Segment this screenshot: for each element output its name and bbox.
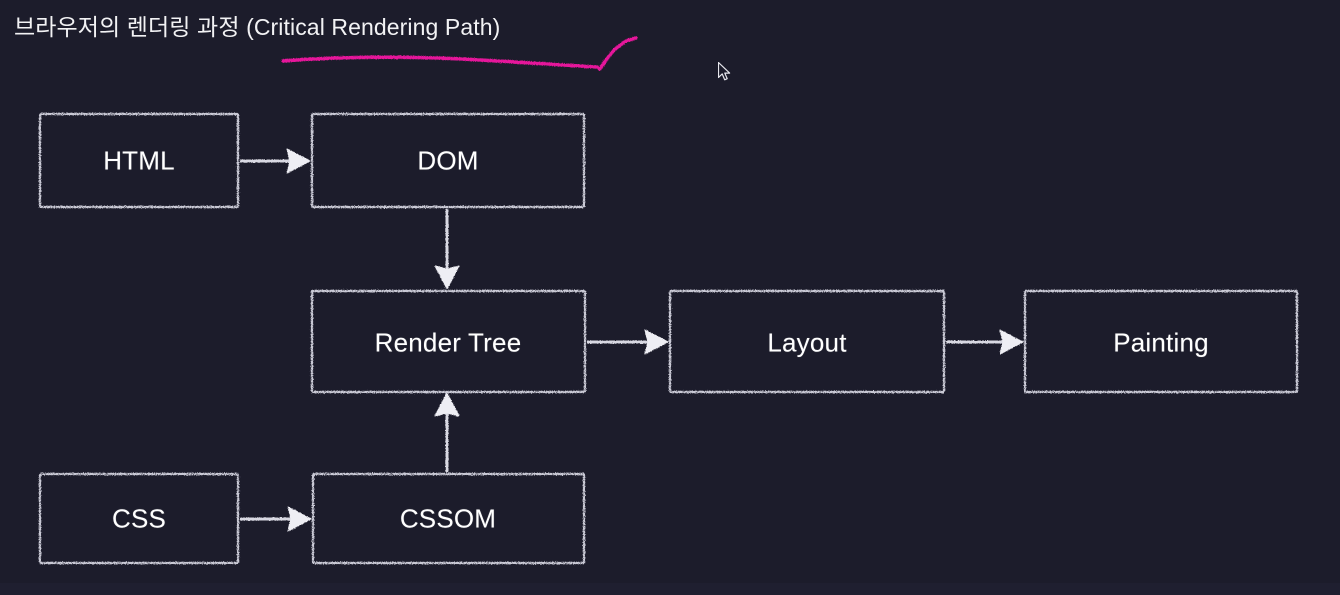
node-label-layout: Layout	[767, 327, 847, 358]
node-dom[interactable]	[312, 114, 584, 207]
node-layout[interactable]	[670, 291, 944, 392]
edge-layout-to-painting-head	[999, 329, 1024, 355]
bottom-bar	[0, 583, 1340, 595]
edge-render-tree-to-layout-head	[644, 329, 669, 355]
node-label-render-tree: Render Tree	[374, 327, 522, 358]
node-label-css: CSS	[111, 503, 167, 534]
edge-dom-to-render-tree-head	[434, 265, 460, 290]
node-label-html: HTML	[103, 145, 175, 176]
node-cssom[interactable]	[313, 474, 584, 563]
node-html[interactable]	[40, 114, 238, 207]
node-label-dom: DOM	[417, 145, 479, 176]
node-painting[interactable]	[1025, 291, 1297, 392]
mouse-pointer-icon	[718, 62, 731, 81]
node-label-painting: Painting	[1113, 327, 1209, 358]
page-title: 브라우저의 렌더링 과정 (Critical Rendering Path)	[14, 14, 501, 40]
node-render-tree[interactable]	[312, 291, 585, 392]
edge-html-to-dom-head	[286, 148, 311, 174]
edge-css-to-cssom-head	[287, 506, 312, 532]
node-label-cssom: CSSOM	[399, 503, 497, 534]
magenta-underline-check	[281, 36, 638, 71]
edge-cssom-to-render-tree-head	[434, 392, 460, 417]
node-css[interactable]	[40, 474, 238, 563]
